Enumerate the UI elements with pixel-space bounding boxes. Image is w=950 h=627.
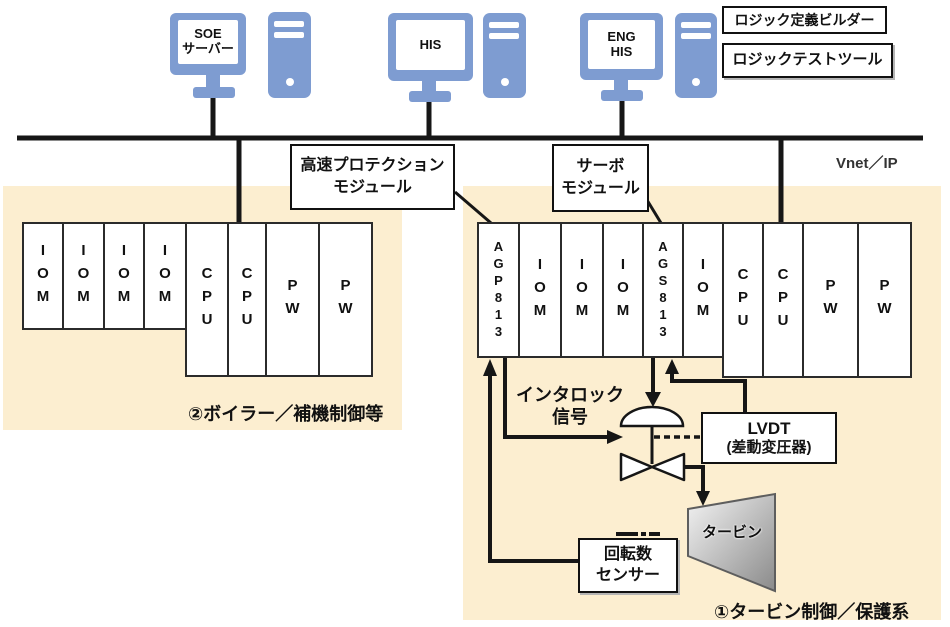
right-rack-card-cpu-2: CPU [762,222,804,378]
right-rack-card-iom-1: IOM [518,222,562,358]
left-rack-card-pw-2: PW [318,222,373,377]
speed-sensor-arrowhead [483,359,497,376]
his-screen: HIS [396,20,465,70]
his-tower-icon [483,13,526,98]
actuator-dome-icon [619,405,685,428]
right-rack-card-pw-2: PW [857,222,912,378]
right-rack-card-cpu-1: CPU [722,222,764,378]
logic-test-tool-box: ロジックテストツール [722,43,893,78]
logic-definition-builder-box: ロジック定義ビルダー [722,6,887,34]
valve-icon-right [650,452,686,482]
servo-callout-line [645,199,663,224]
lvdt-box: LVDT (差動変圧器) [701,412,837,464]
left-rack-card-cpu-2: CPU [227,222,267,377]
eng-his-screen: ENG HIS [588,20,655,69]
soe-monitor-stand [206,75,220,87]
left-rack-card-iom-3: IOM [103,222,145,330]
right-rack-card-iom-3: IOM [602,222,644,358]
servo-output-arrowhead [645,392,661,407]
soe-monitor-base [193,87,235,98]
turbine-icon [687,492,776,593]
his-monitor-base [409,91,451,102]
eng-his-label-line2: HIS [610,43,633,59]
right-rack-card-ags813: AGS813 [642,222,684,358]
lvdt-feedback-line [670,372,747,414]
eng-his-monitor-icon: ENG HIS [580,13,663,80]
valve-icon-left [619,452,654,482]
soe-screen: SOE サーバー [178,20,238,64]
interlock-signal-label: インタロック 信号 [516,385,624,427]
valve-turbine-arrowhead [696,491,710,506]
speed-sensor-box: 回転数 センサー [578,538,678,593]
his-monitor-stand [422,81,436,91]
his-label-line1: HIS [419,36,442,52]
vnet-ip-label: Vnet／IP [836,155,898,172]
right-rack-card-iom-4: IOM [682,222,724,358]
interlock-signal-arrowhead [607,430,623,444]
right-rack-card-iom-2: IOM [560,222,604,358]
soe-tower-icon [268,12,311,98]
boiler-zone-caption: ②ボイラー／補機制御等 [188,404,384,424]
left-rack-card-iom-1: IOM [22,222,64,330]
protection-module-callout: 高速プロテクション モジュール [290,144,455,210]
interlock-signal-line [503,357,608,439]
left-rack-card-iom-4: IOM [143,222,187,330]
left-rack-card-iom-2: IOM [62,222,105,330]
turbine-label: タービン [701,524,762,541]
right-rack-card-agp813: AGP813 [477,222,520,358]
eng-his-label-line1: ENG [607,28,636,44]
protection-callout-line [454,190,492,225]
servo-module-callout: サーボ モジュール [552,144,649,212]
eng-his-monitor-stand [614,80,628,90]
eng-his-tower-icon [675,13,717,98]
his-monitor-icon: HIS [388,13,473,81]
left-rack-card-pw-1: PW [265,222,320,377]
lvdt-feedback-arrowhead [665,359,679,374]
right-rack-card-pw-1: PW [802,222,859,378]
left-rack-card-cpu-1: CPU [185,222,229,377]
soe-monitor-icon: SOE サーバー [170,13,246,75]
eng-his-monitor-base [601,90,643,101]
valve-turbine-line [681,465,705,492]
speed-sensor-feedback-line [488,374,579,563]
soe-label-line2: サーバー [182,41,234,56]
soe-label-line1: SOE [194,26,222,42]
turbine-zone-caption: ①タービン制御／保護系 [714,602,910,622]
